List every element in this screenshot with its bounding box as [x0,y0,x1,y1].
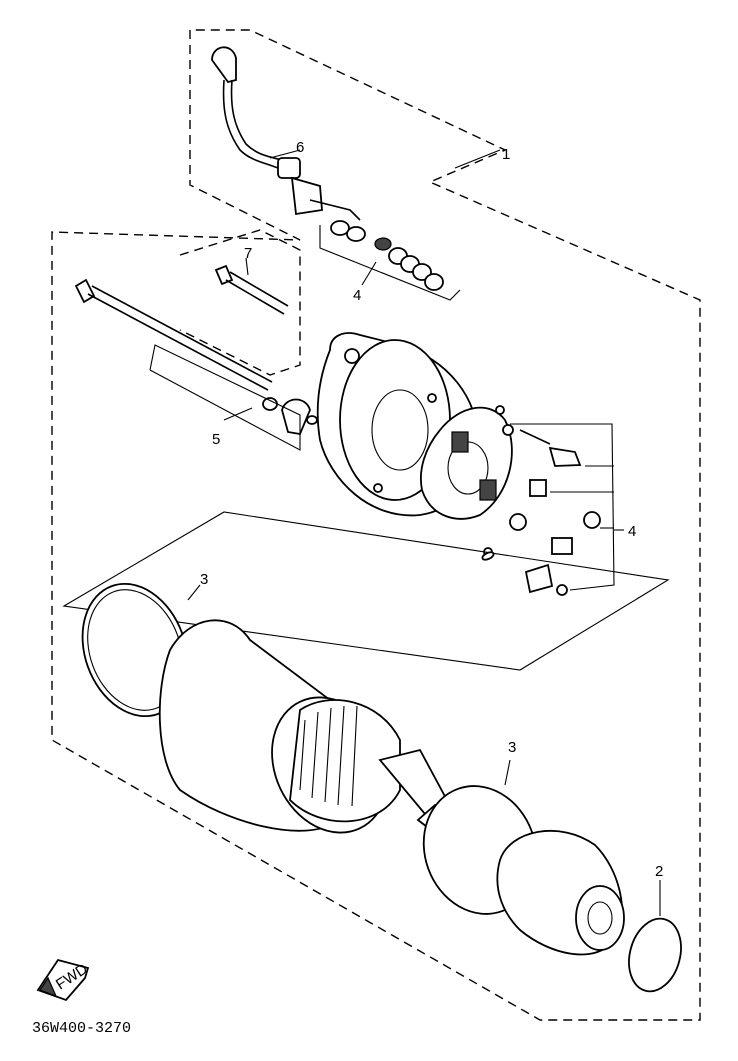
callout-4-right: 4 [628,523,636,540]
callout-5: 5 [212,431,220,448]
front-cover [496,829,625,956]
callout-1-leader [454,149,501,169]
callout-4-upper: 4 [353,287,361,304]
callout-3-left: 3 [200,571,208,588]
callout-2: 2 [655,863,663,880]
terminal-cable [211,46,361,221]
bolt-7 [214,257,289,315]
fwd-arrow-icon [36,958,90,1002]
assembly-outline [51,29,701,1021]
armature-box [62,511,670,671]
diagram-code: 36W400-3270 [32,1020,131,1037]
dowel-pin [481,551,495,561]
brush-parts [502,423,624,596]
callout-6: 6 [296,139,304,156]
callout-3-middle: 3 [508,739,516,756]
bolt-7-box [179,229,301,376]
nut-washer-stack [319,220,461,301]
callout-7: 7 [244,245,252,262]
o-ring-small [628,917,682,993]
callout-1: 1 [502,146,510,163]
through-bolt [74,278,318,451]
